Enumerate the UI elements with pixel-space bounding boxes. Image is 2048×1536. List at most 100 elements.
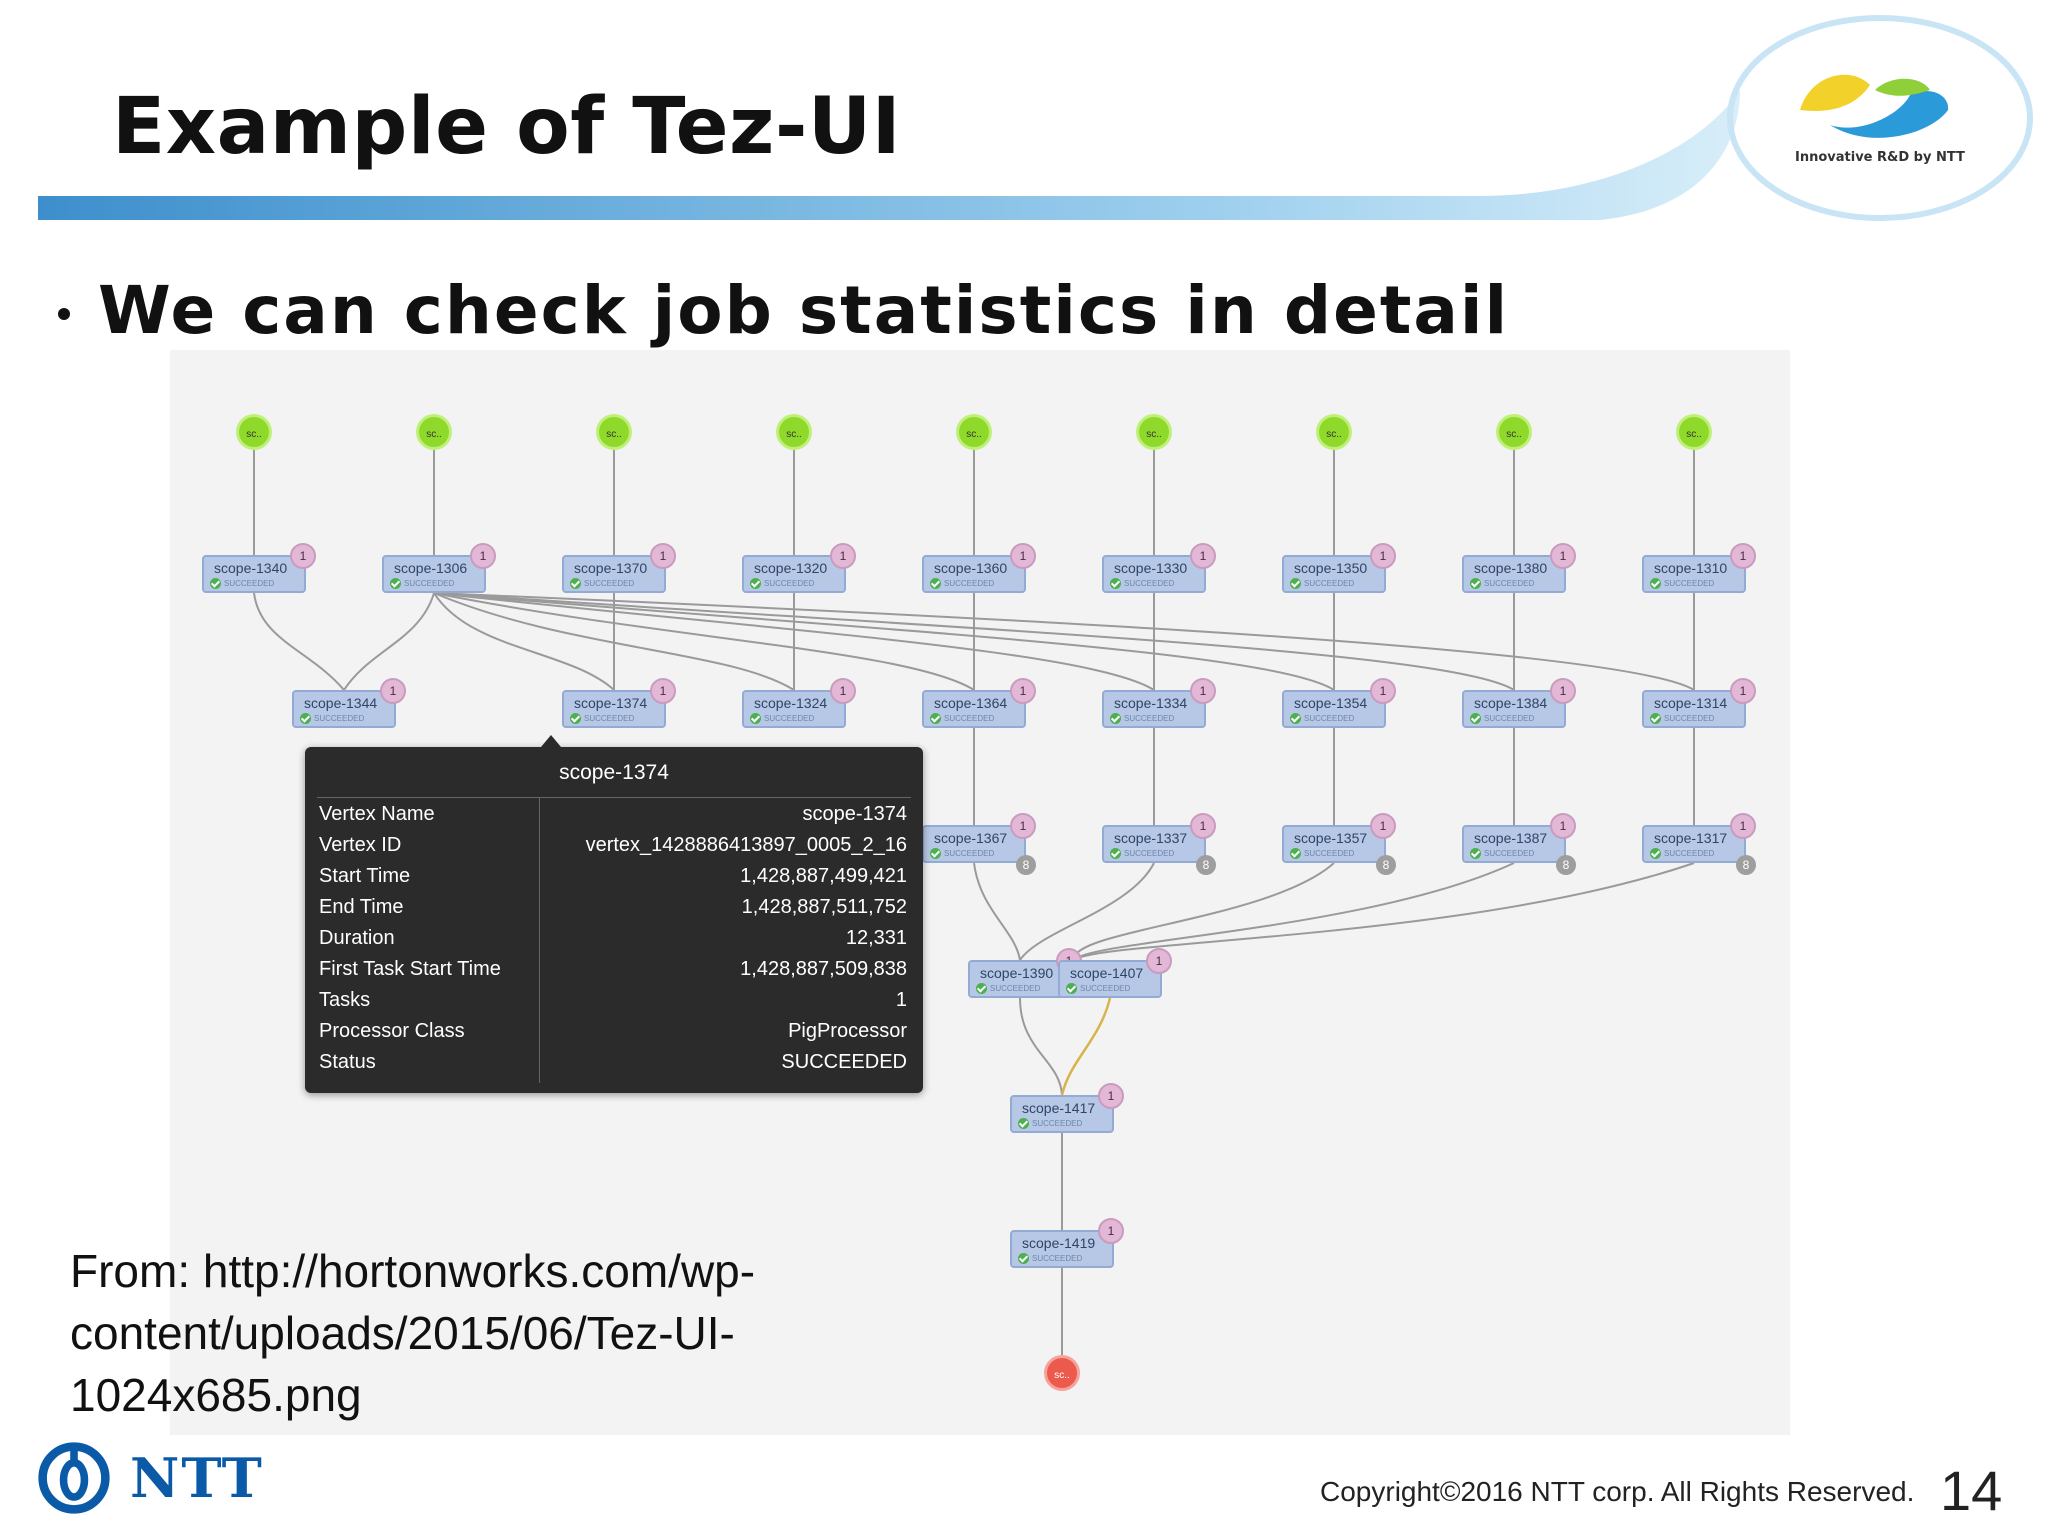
- vertex-status: SUCCEEDED: [930, 848, 994, 859]
- tooltip-divider: [317, 797, 911, 798]
- vertex-status: SUCCEEDED: [1110, 578, 1174, 589]
- vertex-badge: 1: [1190, 543, 1216, 569]
- tooltip-label: Status: [319, 1051, 376, 1073]
- bullet-point: We can check job statistics in detail: [58, 272, 1509, 349]
- tooltip-value: vertex_1428886413897_0005_2_16: [585, 834, 907, 856]
- tooltip-value: 1,428,887,509,838: [740, 958, 907, 980]
- vertex-node[interactable]: scope-1306 SUCCEEDED 1: [382, 543, 496, 593]
- vertex-node[interactable]: scope-1370 SUCCEEDED 1: [562, 543, 676, 593]
- vertex-name: scope-1344: [304, 695, 378, 711]
- vertex-status: SUCCEEDED: [1110, 713, 1174, 724]
- check-icon: [1110, 713, 1121, 724]
- check-icon: [1290, 578, 1301, 589]
- tooltip-label: Tasks: [319, 989, 371, 1011]
- vertex-name: scope-1337: [1114, 830, 1188, 846]
- vertex-badge: 1: [1010, 813, 1036, 839]
- vertex-status: SUCCEEDED: [750, 713, 814, 724]
- vertex-node[interactable]: scope-1310 SUCCEEDED 1: [1642, 543, 1756, 593]
- check-icon: [976, 983, 987, 994]
- tooltip-row: Tasks 1: [319, 989, 907, 1019]
- ntt-logo: NTT: [36, 1440, 264, 1516]
- tooltip-label: Processor Class: [319, 1020, 465, 1042]
- vertex-node[interactable]: scope-1350 SUCCEEDED 1: [1282, 543, 1396, 593]
- vertex-badge: 1: [380, 678, 406, 704]
- vertex-node[interactable]: scope-1417 SUCCEEDED 1: [1010, 1083, 1124, 1133]
- source-node[interactable]: sc..: [416, 414, 452, 450]
- vertex-node[interactable]: scope-1407 SUCCEEDED 1: [1058, 948, 1172, 998]
- vertex-status: SUCCEEDED: [1650, 848, 1714, 859]
- vertex-name: scope-1334: [1114, 695, 1188, 711]
- vertex-node[interactable]: scope-1419 SUCCEEDED 1: [1010, 1218, 1124, 1268]
- vertex-status: SUCCEEDED: [1066, 983, 1130, 994]
- tooltip-label: Start Time: [319, 865, 411, 887]
- vertex-node[interactable]: scope-1324 SUCCEEDED 1: [742, 678, 856, 728]
- check-icon: [570, 713, 581, 724]
- ntt-wordmark: NTT: [130, 1446, 264, 1510]
- vertex-name: scope-1310: [1654, 560, 1728, 576]
- vertex-node[interactable]: scope-1387 SUCCEEDED 1 8: [1462, 813, 1576, 875]
- bullet-dot: [58, 307, 70, 320]
- vertex-badge: 1: [1370, 813, 1396, 839]
- vertex-name: scope-1374: [574, 695, 648, 711]
- vertex-node[interactable]: scope-1317 SUCCEEDED 1 8: [1642, 813, 1756, 875]
- source-node[interactable]: sc..: [1316, 414, 1352, 450]
- check-icon: [210, 578, 221, 589]
- source-node[interactable]: sc..: [1676, 414, 1712, 450]
- task-count-badge: 8: [1736, 855, 1756, 875]
- ntt-swirl-logo: [1800, 74, 1949, 138]
- tooltip-value: 1: [895, 989, 907, 1011]
- sink-node[interactable]: sc..: [1044, 1355, 1080, 1391]
- source-node[interactable]: sc..: [776, 414, 812, 450]
- vertex-node[interactable]: scope-1320 SUCCEEDED 1: [742, 543, 856, 593]
- vertex-node[interactable]: scope-1357 SUCCEEDED 1 8: [1282, 813, 1396, 875]
- source-node[interactable]: sc..: [596, 414, 632, 450]
- tooltip-row: Status SUCCEEDED: [319, 1051, 907, 1081]
- vertex-badge: 1: [1550, 678, 1576, 704]
- vertex-status: SUCCEEDED: [1650, 578, 1714, 589]
- vertex-badge: 1: [1146, 948, 1172, 974]
- vertex-status: SUCCEEDED: [1290, 713, 1354, 724]
- vertex-status: SUCCEEDED: [1470, 848, 1534, 859]
- vertex-name: scope-1320: [754, 560, 828, 576]
- check-icon: [1018, 1118, 1029, 1129]
- vertex-node[interactable]: scope-1380 SUCCEEDED 1: [1462, 543, 1576, 593]
- vertex-node[interactable]: scope-1390 SUCCEEDED 1: [968, 948, 1082, 998]
- vertex-node[interactable]: scope-1314 SUCCEEDED 1: [1642, 678, 1756, 728]
- vertex-node[interactable]: scope-1360 SUCCEEDED 1: [922, 543, 1036, 593]
- vertex-node[interactable]: scope-1340 SUCCEEDED 1: [202, 543, 316, 593]
- vertex-node[interactable]: scope-1334 SUCCEEDED 1: [1102, 678, 1216, 728]
- tooltip-label: First Task Start Time: [319, 958, 501, 980]
- ntt-mark-icon: [38, 1442, 110, 1514]
- vertex-badge: 1: [1550, 543, 1576, 569]
- source-node[interactable]: sc..: [236, 414, 272, 450]
- bullet-text: We can check job statistics in detail: [98, 272, 1510, 349]
- vertex-status: SUCCEEDED: [1470, 713, 1534, 724]
- check-icon: [390, 578, 401, 589]
- vertex-name: scope-1419: [1022, 1235, 1096, 1251]
- vertex-badge: 1: [650, 678, 676, 704]
- vertex-node[interactable]: scope-1374 SUCCEEDED 1: [562, 678, 676, 728]
- check-icon: [1650, 578, 1661, 589]
- vertex-node[interactable]: scope-1354 SUCCEEDED 1: [1282, 678, 1396, 728]
- slide-title: Example of Tez-UI: [112, 82, 902, 172]
- vertex-status: SUCCEEDED: [1290, 848, 1354, 859]
- vertex-node[interactable]: scope-1364 SUCCEEDED 1: [922, 678, 1036, 728]
- vertex-badge: 1: [1730, 678, 1756, 704]
- vertex-node[interactable]: scope-1344 SUCCEEDED 1: [292, 678, 406, 728]
- vertex-status: SUCCEEDED: [300, 713, 364, 724]
- vertex-name: scope-1384: [1474, 695, 1548, 711]
- vertex-node[interactable]: scope-1367 SUCCEEDED 1 8: [922, 813, 1036, 875]
- logo-tagline: Innovative R&D by NTT: [1795, 150, 1965, 165]
- vertex-name: scope-1417: [1022, 1100, 1096, 1116]
- check-icon: [1110, 848, 1121, 859]
- source-node[interactable]: sc..: [956, 414, 992, 450]
- vertex-node[interactable]: scope-1384 SUCCEEDED 1: [1462, 678, 1576, 728]
- source-node[interactable]: sc..: [1136, 414, 1172, 450]
- vertex-node[interactable]: scope-1337 SUCCEEDED 1 8: [1102, 813, 1216, 875]
- check-icon: [930, 578, 941, 589]
- vertex-name: scope-1370: [574, 560, 648, 576]
- vertex-badge: 1: [1730, 813, 1756, 839]
- source-node[interactable]: sc..: [1496, 414, 1532, 450]
- task-count-badge: 8: [1196, 855, 1216, 875]
- vertex-node[interactable]: scope-1330 SUCCEEDED 1: [1102, 543, 1216, 593]
